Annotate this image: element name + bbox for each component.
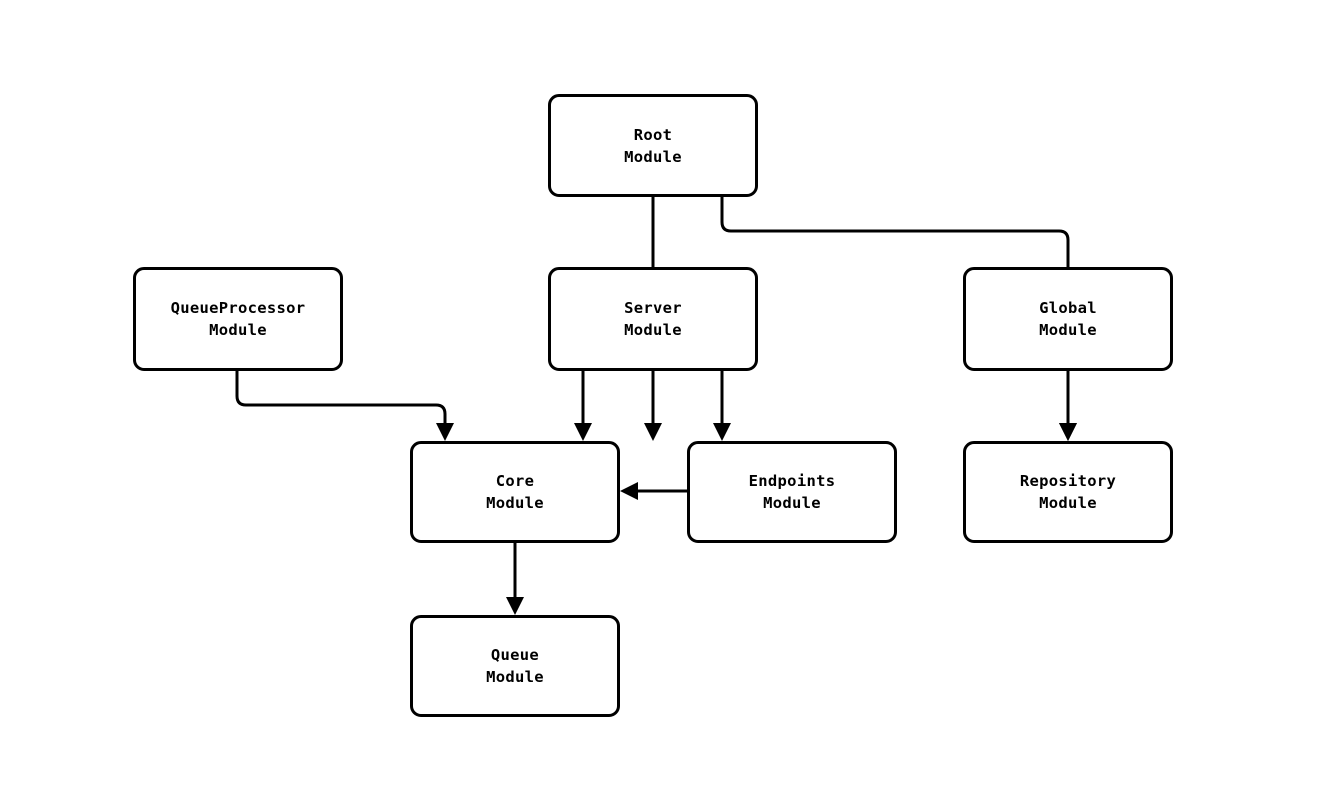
arrow-head-queueprocessor-core [436,423,454,441]
node-queueprocessor-module-label-line1: QueueProcessor [170,299,306,317]
node-server-module-label-line2: Module [624,321,682,339]
node-root-module-label-line1: Root [633,125,673,144]
node-core-module-label-line1: Core [495,472,535,490]
node-server-module-label-line1: Server [624,299,682,317]
node-endpoints-module-label-line2: Module [763,494,821,512]
node-queue-module-label-line2: Module [486,668,544,686]
node-global-module-label-line2: Module [1039,321,1097,339]
edge-server-core [574,371,592,441]
edge-server-endpoints [713,371,731,441]
edge-core-queue [506,543,524,615]
node-global-module-label-line1: Global [1039,299,1097,317]
edge-endpoints-core [620,482,687,500]
node-queueprocessor-module-label-line2: Module [209,321,267,339]
node-repository-module-label-line2: Module [1039,494,1097,512]
edge-path-queueprocessor-core [235,371,447,427]
node-core-module[interactable]: Core Module [410,441,620,543]
arrow-head-global-repository [1059,423,1077,441]
node-repository-module-label-line1: Repository [1019,472,1117,490]
node-global-module[interactable]: Global Module [963,267,1173,371]
node-root-module-label-line2: Module [624,147,682,166]
arrow-head-root-server [644,423,662,441]
node-endpoints-module-label-line1: Endpoints [748,472,836,490]
edge-queueprocessor-core [235,371,454,441]
node-queueprocessor-module[interactable]: QueueProcessor Module [133,267,343,371]
node-endpoints-module[interactable]: Endpoints Module [687,441,897,543]
edge-global-repository [1059,371,1077,441]
node-repository-module[interactable]: Repository Module [963,441,1173,543]
edge-path-root-global [720,197,1070,427]
node-core-module-label-line2: Module [486,494,544,512]
arrow-head-core-queue [506,597,524,615]
node-server-module[interactable]: Server Module [548,267,758,371]
node-root-module[interactable]: Root Module [548,94,758,197]
arrow-head-server-core [574,423,592,441]
node-queue-module-label-line1: Queue [490,646,540,664]
arrow-head-server-endpoints [713,423,731,441]
node-queue-module[interactable]: Queue Module [410,615,620,717]
arrow-head-endpoints-core [620,482,638,500]
